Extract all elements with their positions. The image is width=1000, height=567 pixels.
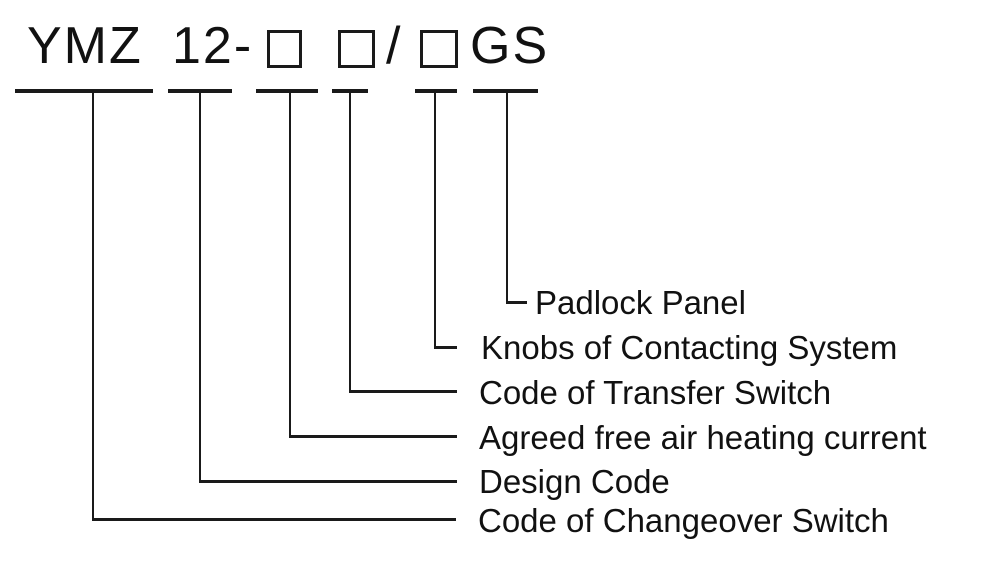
label-design-code: Design Code (479, 463, 670, 500)
placeholder-box-transfer-icon (338, 30, 375, 68)
connector-vertical-design (199, 92, 201, 483)
label-agreed-free-air-heating-current: Agreed free air heating current (479, 419, 927, 456)
placeholder-box-current-icon (267, 30, 302, 68)
slash-text: / (386, 17, 403, 75)
code-underline-transfer (332, 89, 368, 93)
label-knobs-of-contacting-system: Knobs of Contacting System (481, 329, 898, 366)
connector-horizontal-current (289, 435, 457, 438)
label-code-of-changeover-switch: Code of Changeover Switch (478, 502, 889, 539)
connector-vertical-changeover (92, 92, 94, 521)
connector-horizontal-padlock (506, 301, 527, 304)
model-suffix-text: GS (470, 17, 550, 75)
connector-horizontal-design (199, 480, 457, 483)
code-underline-current (256, 89, 318, 93)
code-underline-knobs (415, 89, 457, 93)
connector-vertical-padlock (506, 92, 508, 304)
code-underline-design (168, 89, 232, 93)
connector-horizontal-knobs (434, 346, 457, 349)
label-code-of-transfer-switch: Code of Transfer Switch (479, 374, 832, 411)
placeholder-box-knobs-icon (420, 30, 458, 68)
code-underline-changeover (15, 89, 153, 93)
model-design-text: 12- (172, 17, 254, 75)
connector-horizontal-changeover (92, 518, 456, 521)
model-series-text: YMZ (27, 17, 143, 75)
label-padlock-panel: Padlock Panel (535, 284, 746, 321)
connector-vertical-transfer (349, 92, 351, 393)
code-underline-padlock (473, 89, 538, 93)
connector-horizontal-transfer (349, 390, 457, 393)
connector-vertical-knobs (434, 92, 436, 349)
connector-vertical-current (289, 92, 291, 438)
